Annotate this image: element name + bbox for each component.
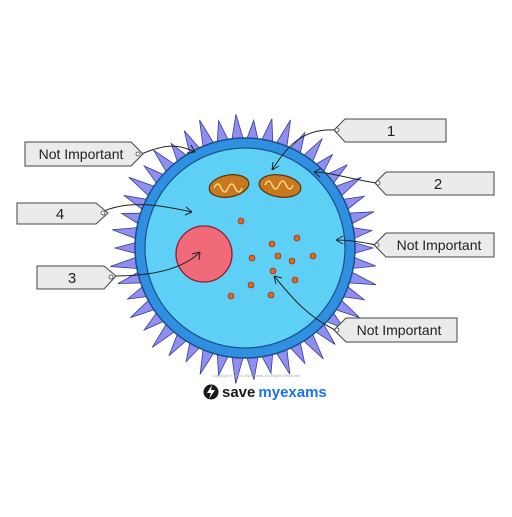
granule [247, 281, 255, 289]
cytoplasm [144, 147, 346, 349]
brand-save: save [222, 384, 255, 401]
leader-line-1 [271, 129, 336, 171]
tag-3: 3 [36, 265, 117, 290]
cell-projection [231, 354, 245, 384]
arrowhead-4 [184, 206, 193, 216]
tag-4: 4 [16, 202, 109, 225]
brand-my: my [258, 384, 280, 401]
granule [237, 217, 245, 225]
mitochondrion-left [208, 174, 250, 198]
granule [269, 267, 277, 275]
arrowhead-right-middle [335, 235, 344, 245]
cell-projection [260, 118, 274, 145]
cell-projection [346, 270, 377, 286]
cell-projection [274, 119, 291, 149]
cell-projection [199, 347, 216, 375]
leader-line-right-middle [335, 239, 377, 246]
cell-projection [350, 256, 376, 270]
cell-projection [274, 347, 291, 375]
tag-right-middle: Not Important [373, 232, 495, 258]
cell-projection [350, 226, 374, 240]
mitochondrion-right [258, 174, 302, 198]
cell-projection [245, 118, 259, 142]
arrowhead-bottom-right [273, 275, 283, 285]
cell-projection [113, 241, 138, 255]
cell-projection [260, 351, 274, 375]
arrowhead-1 [271, 161, 280, 171]
tag-top-left-label: Not Important [39, 146, 124, 162]
tag-1: 1 [333, 118, 447, 143]
tag-1-label: 1 [387, 123, 395, 140]
granule [248, 254, 256, 262]
leader-line-2 [313, 171, 377, 184]
tag-3-label: 3 [68, 270, 76, 287]
granule [288, 257, 296, 265]
tag-2: 2 [374, 171, 495, 196]
tag-bottom-right-label: Not Important [357, 322, 442, 338]
cell-projection [128, 176, 157, 198]
cell-projection [216, 119, 230, 145]
copyright-text: Copyright © Save My Exams. All Rights Re… [212, 373, 300, 378]
cell-projection [231, 114, 245, 142]
cytoplasmic-granules [227, 217, 317, 300]
tag-4-label: 4 [56, 206, 64, 223]
nucleus [175, 225, 233, 283]
granule [268, 240, 276, 248]
tag-top-left: Not Important [24, 141, 144, 167]
arrowhead-top-left [186, 144, 196, 154]
cell-projection [352, 241, 375, 255]
cell-projection [245, 354, 259, 380]
cell-projection [333, 176, 362, 198]
leader-line-4 [103, 204, 193, 213]
leader-line-top-left [138, 145, 196, 156]
granule [291, 276, 299, 284]
cell-projection [346, 211, 375, 226]
leader-line-3 [113, 251, 201, 277]
brand-exams: exams [280, 384, 327, 401]
granule [274, 252, 282, 260]
cell-projection [110, 256, 140, 270]
arrowhead-3 [191, 251, 201, 261]
tag-bottom-right: Not Important [333, 317, 458, 343]
cell-projection [199, 119, 216, 149]
cell-projection [216, 351, 230, 377]
granule [267, 291, 275, 299]
cell-projection [112, 226, 140, 240]
tag-2-label: 2 [434, 176, 442, 193]
leader-lines [103, 129, 377, 331]
granule [309, 252, 317, 260]
leader-line-bottom-right [273, 275, 336, 331]
granule [293, 234, 301, 242]
arrowhead-2 [313, 167, 322, 178]
granule [227, 292, 235, 300]
tag-right-middle-label: Not Important [397, 237, 482, 253]
